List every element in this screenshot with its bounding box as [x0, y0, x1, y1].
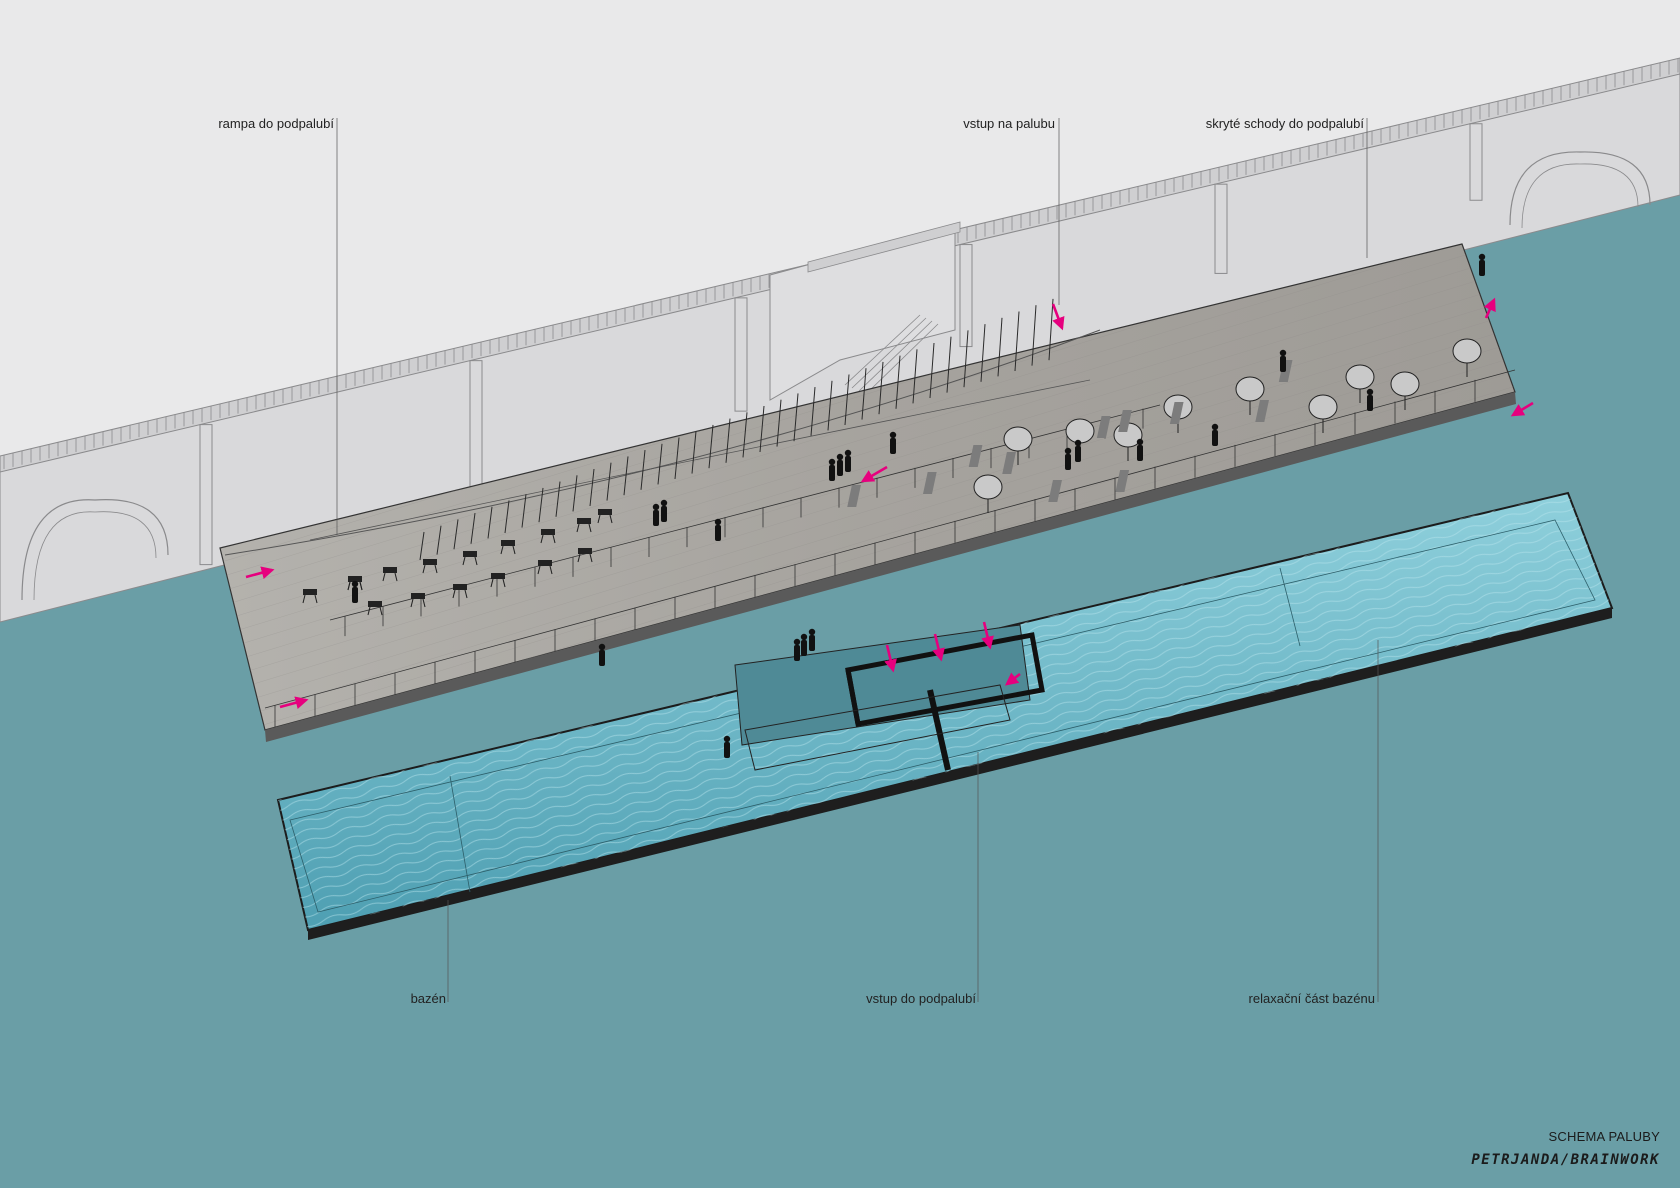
- entry-arrows: [245, 297, 1534, 709]
- sun-loungers: [847, 360, 1293, 507]
- sun-lounger: [1255, 400, 1269, 422]
- cafe-table-icon: [541, 529, 555, 535]
- magenta-arrow-icon: [1510, 401, 1534, 417]
- wall-pier: [1469, 123, 1483, 201]
- umbrella-icon: [1003, 426, 1033, 452]
- umbrella-icon: [1452, 338, 1482, 364]
- person-silhouette-icon: [598, 643, 606, 651]
- leader-lines: [336, 118, 1379, 1002]
- magenta-arrow-icon: [1051, 303, 1065, 331]
- person-silhouette-icon: [844, 449, 852, 457]
- drawing-title: SCHEMA PALUBY: [1548, 1129, 1660, 1144]
- cafe-table-icon: [368, 601, 382, 607]
- person-silhouette-icon: [723, 735, 731, 743]
- sun-lounger: [847, 485, 861, 507]
- label-skryte-schody: skryté schody do podpalubí: [1205, 116, 1364, 131]
- magenta-arrow-icon: [279, 696, 309, 709]
- label-rampa-do-podpalubi: rampa do podpalubí: [218, 116, 334, 131]
- cafe-table-icon: [463, 551, 477, 557]
- cafe-table-icon: [501, 540, 515, 546]
- cafe-table-icon: [453, 584, 467, 590]
- cafe-table-icon: [348, 576, 362, 582]
- person-silhouette-icon: [351, 580, 359, 588]
- magenta-arrow-icon: [860, 465, 888, 483]
- drawing-author: PETRJANDA/BRAINWORK: [1471, 1152, 1660, 1168]
- arch-right: [1509, 151, 1651, 226]
- wall-pier: [959, 244, 973, 348]
- person-silhouette-icon: [793, 638, 801, 646]
- deck: [219, 243, 1516, 742]
- cafe-table-icon: [411, 593, 425, 599]
- sun-lounger: [1169, 402, 1184, 424]
- sun-lounger: [1096, 416, 1111, 438]
- person-silhouette-icon: [1366, 388, 1374, 396]
- umbrella-icon: [1390, 371, 1420, 397]
- umbrella-icon: [1235, 376, 1265, 402]
- person-silhouette-icon: [836, 453, 844, 461]
- people: [351, 253, 1486, 758]
- cafe-table-icon: [598, 509, 612, 515]
- person-silhouette-icon: [1074, 439, 1082, 447]
- person-silhouette-icon: [1064, 447, 1072, 455]
- cafe-table-icon: [383, 567, 397, 573]
- umbrella-icon: [1065, 418, 1095, 444]
- label-vstup-do-podpalubi: vstup do podpalubí: [866, 991, 976, 1006]
- embankment-wall: [0, 57, 1680, 623]
- cafe-table-icon: [423, 559, 437, 565]
- person-silhouette-icon: [808, 628, 816, 636]
- sun-lounger: [922, 472, 937, 494]
- magenta-arrow-icon: [884, 644, 897, 673]
- person-silhouette-icon: [828, 458, 836, 466]
- magenta-arrow-icon: [932, 633, 945, 662]
- person-silhouette-icon: [1279, 349, 1287, 357]
- cafe-table-icon: [303, 589, 317, 595]
- label-bazen: bazén: [410, 991, 446, 1006]
- sun-lounger: [1115, 470, 1130, 492]
- person-silhouette-icon: [1478, 253, 1486, 261]
- cafe-tables: [302, 509, 613, 616]
- cafe-table-icon: [538, 560, 552, 566]
- magenta-arrow-icon: [245, 566, 275, 579]
- label-relaxacni-cast-bazenu: relaxační část bazénu: [1248, 991, 1375, 1006]
- person-silhouette-icon: [660, 499, 668, 507]
- cafe-table-icon: [577, 518, 591, 524]
- sun-lounger: [1002, 452, 1016, 474]
- arch-left: [21, 499, 169, 601]
- sun-lounger: [968, 445, 983, 467]
- umbrella-icon: [1308, 394, 1338, 420]
- umbrella-icon: [1345, 364, 1375, 390]
- person-silhouette-icon: [1136, 438, 1144, 446]
- wall-pier: [734, 297, 748, 412]
- person-silhouette-icon: [714, 518, 722, 526]
- person-silhouette-icon: [652, 503, 660, 511]
- cafe-table-icon: [578, 548, 592, 554]
- wall-pier: [1214, 183, 1228, 274]
- umbrella-icon: [973, 474, 1003, 500]
- cafe-table-icon: [491, 573, 505, 579]
- magenta-arrow-icon: [1004, 672, 1021, 686]
- sun-lounger: [1048, 480, 1062, 502]
- wall-pier: [199, 424, 213, 566]
- person-silhouette-icon: [889, 431, 897, 439]
- label-vstup-na-palubu: vstup na palubu: [963, 116, 1055, 131]
- person-silhouette-icon: [1211, 423, 1219, 431]
- sun-lounger: [1118, 410, 1132, 432]
- magenta-arrow-icon: [1483, 297, 1496, 319]
- magenta-arrow-icon: [981, 621, 994, 650]
- underdeck-entrance: [734, 624, 1045, 771]
- person-silhouette-icon: [800, 633, 808, 641]
